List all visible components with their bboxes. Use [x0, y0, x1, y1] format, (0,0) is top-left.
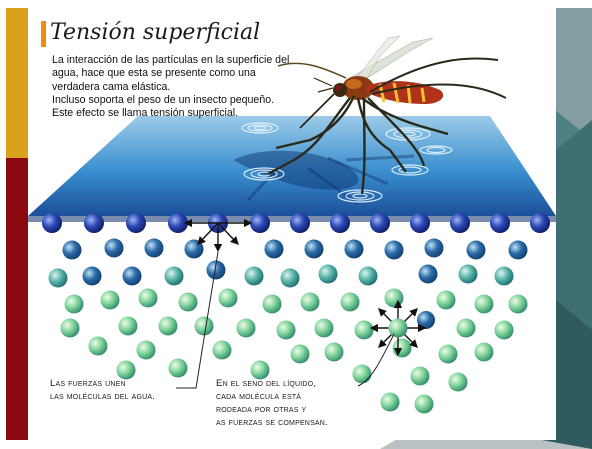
intro-text: La interacción de las partículas en la s…: [52, 54, 332, 120]
caption-inner-forces: En el seno del líquido, cada molécula es…: [216, 377, 328, 429]
intro-line: agua, hace que esta se presente como una: [52, 67, 332, 80]
caption-line: las moléculas del agua.: [50, 390, 155, 403]
page-title: Tensión superficial: [50, 20, 260, 45]
intro-line: Este efecto se llama tensión superficial…: [52, 107, 332, 120]
title-accent-bar: [41, 21, 46, 47]
caption-line: as fuerzas se compensan.: [216, 416, 328, 429]
caption-line: cada molécula está: [216, 390, 328, 403]
intro-line: La interacción de las partículas en la s…: [52, 54, 332, 67]
diagram-card: Tensión superficial La interacción de la…: [28, 8, 556, 440]
caption-line: rodeada por otras y: [216, 403, 328, 416]
caption-line: Las fuerzas unen: [50, 377, 155, 390]
intro-line: Incluso soporta el peso de un insecto pe…: [52, 94, 332, 107]
intro-line: verdadera cama elástica.: [52, 81, 332, 94]
caption-line: En el seno del líquido,: [216, 377, 328, 390]
caption-surface-forces: Las fuerzas unen las moléculas del agua.: [50, 377, 155, 403]
central-molecule: [389, 319, 408, 338]
